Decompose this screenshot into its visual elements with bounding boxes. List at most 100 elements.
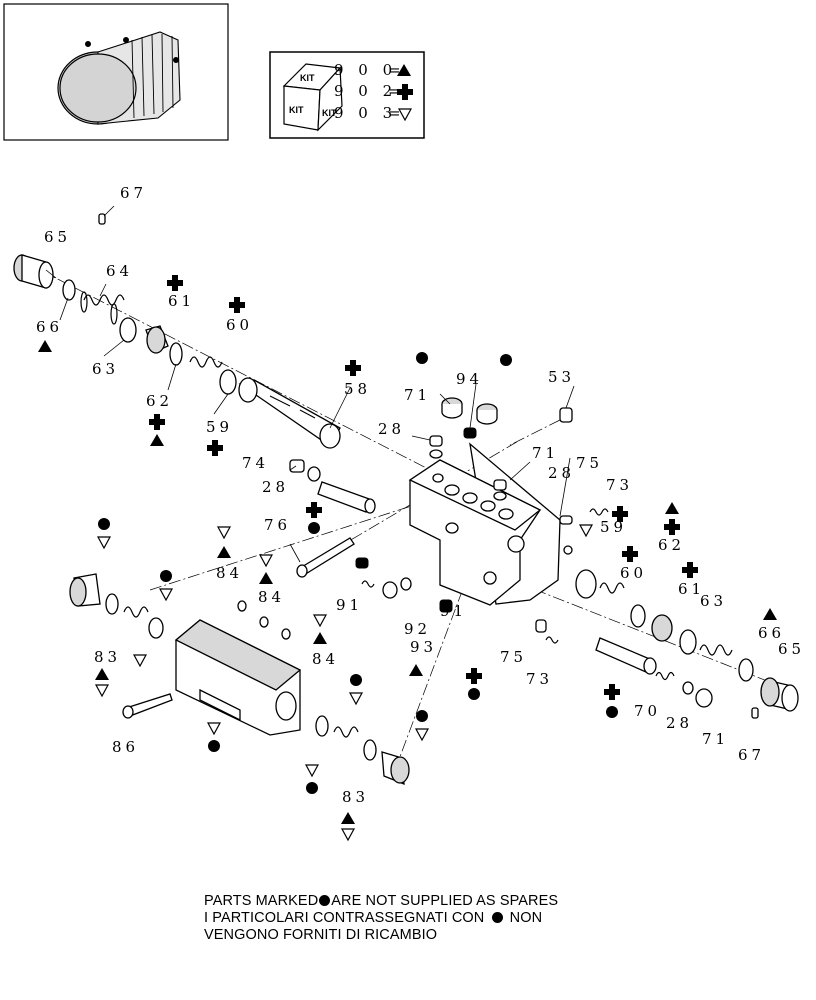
part-71-plug-c [695, 688, 713, 708]
part-83-spring-lower [333, 726, 359, 738]
callout-75-top: 75 [576, 454, 603, 472]
footnote-line-1-text: PARTS MARKED [204, 893, 319, 909]
dot-icon [500, 354, 512, 366]
part-60-spring-right [599, 582, 625, 594]
dot-icon [98, 518, 110, 530]
cross-icon [345, 360, 361, 376]
kit-equals-902: = [388, 82, 406, 100]
part-53-pin [559, 407, 573, 423]
part-small-spool [317, 481, 376, 514]
callout-83-left: 83 [94, 648, 121, 666]
assembly-thumbnail [3, 3, 229, 141]
kit-code-903: 9 0 3 [334, 104, 397, 122]
callout-65-right: 65 [778, 640, 805, 658]
part-74-plug [289, 459, 305, 473]
callout-53: 53 [548, 368, 575, 386]
callout-67-lower: 67 [738, 746, 765, 764]
callout-73-top: 73 [606, 476, 633, 494]
callout-71-mid: 71 [532, 444, 559, 462]
kit-legend: KIT KIT KIT 9 0 0 = 9 0 2 = 9 0 3 = [269, 51, 425, 139]
cross-icon [306, 502, 322, 518]
part-84-seal-c [281, 628, 291, 640]
callout-28-lower: 28 [666, 714, 693, 732]
callout-71-lower: 71 [702, 730, 729, 748]
triangle-filled-icon [217, 546, 231, 558]
callout-92: 92 [404, 620, 431, 638]
dot-icon [350, 674, 362, 686]
part-61-sleeve-right [651, 614, 673, 642]
callout-84-c: 84 [312, 650, 339, 668]
part-83-o-ring-lower [363, 739, 377, 761]
cross-icon [207, 440, 223, 456]
triangle-outline-icon [133, 654, 147, 667]
callout-62-right: 62 [658, 536, 685, 554]
triangle-filled-icon [409, 664, 423, 676]
callout-59-right: 59 [600, 518, 627, 536]
part-94-plug [463, 427, 477, 439]
part-62-o-ring [169, 342, 183, 366]
callout-labels: 67 65 64 61 60 66 63 62 59 58 71 94 53 2… [36, 184, 805, 806]
part-28-plug-a [429, 435, 443, 447]
callout-60-left: 60 [226, 316, 253, 334]
cross-icon [229, 297, 245, 313]
callout-91-left: 91 [336, 596, 363, 614]
part-83-plug-left [69, 573, 101, 607]
kit-cube-label-top: KIT [300, 73, 315, 83]
kit-code-900: 9 0 0 [334, 61, 397, 79]
triangle-filled-icon [150, 434, 164, 446]
part-67-pin-right [751, 707, 759, 719]
kit-cube-label-side: KIT [322, 108, 337, 118]
callout-86: 86 [112, 738, 139, 756]
leader-lines [45, 205, 575, 563]
part-73-spring-lower [545, 636, 559, 644]
part-65-plug-left [13, 254, 54, 289]
kit-code-902: 9 0 2 [334, 82, 397, 100]
callout-61-left: 61 [168, 292, 195, 310]
cross-icon [466, 668, 482, 684]
dot-icon [319, 895, 331, 906]
part-65-plug-right [760, 677, 799, 712]
callout-91-right: 91 [440, 602, 467, 620]
part-64-spring [80, 291, 125, 325]
dot-icon [606, 706, 618, 718]
part-73-spring-small [589, 508, 609, 516]
part-lower-spool [595, 637, 657, 675]
part-59-washer-right [575, 569, 597, 599]
cross-icon [149, 414, 165, 430]
part-28-seal-a [429, 449, 443, 459]
dot-icon [208, 740, 220, 752]
callout-67-top: 67 [120, 184, 147, 202]
triangle-outline-icon [207, 722, 221, 735]
callout-66-right: 66 [758, 624, 785, 642]
part-66-o-ring-right [738, 658, 754, 682]
part-83-washer [148, 617, 164, 639]
part-71-cap-left [441, 397, 463, 419]
part-60-spring [189, 356, 223, 368]
triangle-filled-icon [763, 608, 777, 620]
travel-motor-thumbnail-image [57, 31, 181, 125]
part-62-o-ring-right [630, 604, 646, 628]
part-67-pin-top [98, 213, 106, 225]
callout-70: 70 [634, 702, 661, 720]
dot-icon [491, 912, 503, 923]
callout-64-left: 64 [106, 262, 133, 280]
part-75-pin-lower [535, 619, 547, 633]
part-83-washer-lower [315, 715, 329, 737]
triangle-outline-icon [313, 614, 327, 627]
callout-83-lower: 83 [342, 788, 369, 806]
cross-icon [622, 546, 638, 562]
dot-icon [308, 522, 320, 534]
triangle-outline-icon [159, 588, 173, 601]
callout-76: 76 [264, 516, 291, 534]
footnote-line-2: I PARTICOLARI CONTRASSEGNATI CON NON [204, 910, 558, 927]
part-63-washer [119, 317, 137, 343]
triangle-filled-icon [665, 502, 679, 514]
part-83-plug-lower [381, 751, 410, 785]
callout-84-a: 84 [216, 564, 243, 582]
callout-61-right: 61 [678, 580, 705, 598]
dot-icon [416, 352, 428, 364]
callout-93: 93 [410, 638, 437, 656]
callout-62-left: 62 [146, 392, 173, 410]
kit-equals-903: = [388, 104, 406, 122]
footnote-line-1-tail: ARE NOT SUPPLIED AS SPARES [331, 893, 559, 909]
